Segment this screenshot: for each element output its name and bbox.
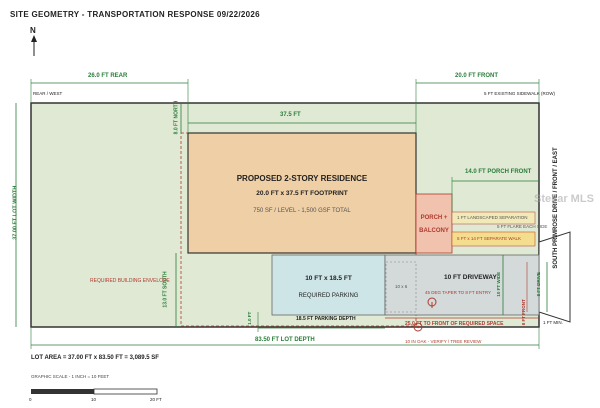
existing-sidewalk-label: 5 FT EXISTING SIDEWALK (ROW) — [484, 91, 556, 96]
scale-tick-10: 10 — [91, 397, 97, 402]
lot-depth-label: 83.50 FT LOT DEPTH — [255, 337, 315, 343]
rear-dimension-label: 26.0 FT REAR — [88, 73, 128, 79]
porch-front-label: 14.0 FT PORCH FRONT — [465, 169, 532, 175]
residence-area-label: 750 SF / LEVEL - 1,500 GSF TOTAL — [253, 208, 351, 214]
residence-footprint-label: 20.0 FT x 37.5 FT FOOTPRINT — [256, 190, 348, 197]
page-title: SITE GEOMETRY - TRANSPORTATION RESPONSE … — [10, 10, 260, 19]
driveway-label: 10 FT DRIVEWAY — [444, 274, 497, 281]
footprint-width-label: 37.5 FT — [280, 112, 301, 118]
drive-side-label: 8 FT DRIVE — [535, 272, 541, 297]
scale-tick-0: 0 — [29, 397, 32, 402]
front-of-space-label: 25.0 FT TO FRONT OF REQUIRED SPACE — [405, 321, 504, 327]
front-dimension-label: 20.0 FT FRONT — [455, 73, 499, 79]
residence-footprint — [187, 132, 417, 254]
driveway-width-label: 10 FT WIDE — [495, 271, 501, 297]
building-envelope-label: REQUIRED BUILDING ENVELOPE — [90, 278, 170, 284]
oak-tree-label: 10 IN OAK - VERIFY / TREE REVIEW — [405, 339, 482, 344]
parking-label: REQUIRED PARKING — [298, 293, 359, 299]
scale-tick-20: 20 FT — [150, 397, 162, 402]
lot-width-label: 37.00 FT LOT WIDTH — [12, 185, 19, 240]
north-arrow-label: N — [30, 26, 36, 35]
ft-min-label: 1 FT MIN. — [543, 320, 563, 325]
parking-size-label: 10 FT x 18.5 FT — [305, 275, 352, 282]
lot-area-label: LOT AREA = 37.00 FT x 83.50 FT = 3,089.5… — [31, 355, 159, 361]
landscaped-separation-label: 1 FT LANDSCAPED SEPARATION — [457, 215, 528, 220]
oak-tree-symbol — [413, 322, 423, 332]
residence-title: PROPOSED 2-STORY RESIDENCE — [236, 174, 368, 183]
south-setback-label: 13.0 FT SOUTH — [162, 271, 169, 308]
ft-front-label: 8 FT FRONT — [520, 299, 526, 326]
separate-walk-strip — [451, 231, 536, 247]
watermark: Stellar MLS — [534, 193, 594, 205]
landscaped-separation-strip — [451, 211, 536, 225]
rear-west-label: REAR / WEST — [33, 91, 63, 96]
north-setback-label: 8.0 FT NORTH — [173, 100, 180, 135]
flare-label: 5 FT FLARE EACH SIDE — [497, 224, 548, 229]
driveway-area — [384, 254, 540, 316]
porch-label: PORCH + BALCONY — [419, 215, 449, 234]
graphic-scale-label: GRAPHIC SCALE - 1 INCH = 10 FEET — [31, 374, 110, 379]
small-area-label: 10 x 6 — [395, 284, 408, 289]
parking-space — [271, 254, 386, 316]
porch-balcony-area — [415, 193, 453, 254]
separate-walk-label: 5 FT x 14 FT SEPARATE WALK — [457, 236, 522, 241]
parking-depth-label: 18.5 FT PARKING DEPTH — [296, 316, 356, 322]
street-name-label: SOUTH PRIMROSE DRIVE / FRONT / EAST — [553, 147, 559, 269]
driveway-taper-label: 45 DEG TAPER TO 8 FT ENTRY — [425, 290, 492, 295]
setback-small-label: 1.0 FT — [246, 311, 252, 325]
